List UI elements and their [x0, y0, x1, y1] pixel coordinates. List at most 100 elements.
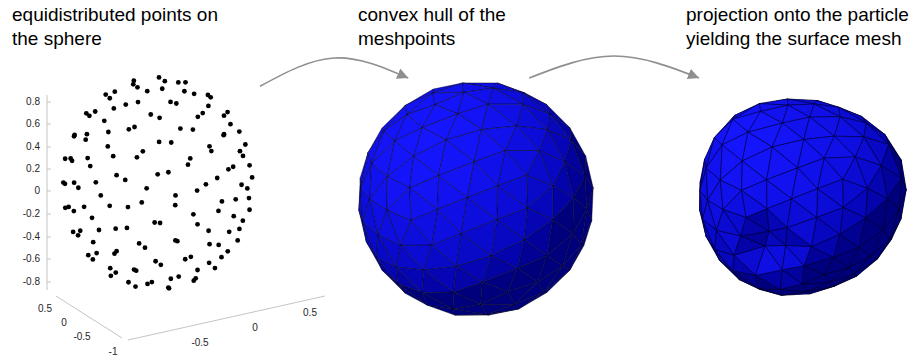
mesh-point — [134, 268, 139, 273]
mesh-point — [247, 163, 252, 168]
mesh-triangle — [817, 189, 843, 218]
mesh-point — [215, 176, 220, 181]
mesh-point — [235, 238, 240, 243]
mesh-point — [90, 215, 95, 220]
shape-figure — [680, 78, 918, 318]
curved-arrow — [260, 58, 408, 86]
mesh-point — [90, 257, 95, 262]
mesh-point — [140, 149, 145, 154]
mesh-point — [222, 132, 227, 137]
mesh-point — [195, 114, 200, 119]
mesh-point — [158, 221, 163, 226]
sphere-hull-mesh: convex hull of the meshpoints — [355, 78, 597, 320]
mesh-triangle — [843, 179, 868, 207]
mesh-point — [238, 149, 243, 154]
mesh-point — [63, 156, 68, 161]
mesh-point — [176, 80, 181, 85]
axis-tick-label: 0 — [49, 317, 79, 329]
mesh-point — [206, 92, 211, 97]
mesh-point — [86, 253, 91, 258]
mesh-point — [173, 203, 178, 208]
mesh-point — [145, 89, 150, 94]
mesh-point — [176, 274, 181, 279]
mesh-triangle — [481, 304, 515, 314]
axis-tick-label: 0.2 — [10, 163, 40, 175]
mesh-point — [245, 186, 250, 191]
mesh-point — [243, 142, 248, 147]
mesh-point — [166, 285, 171, 290]
mesh-point — [102, 118, 107, 123]
mesh-point — [239, 182, 244, 187]
mesh-point — [219, 255, 224, 260]
mesh-triangle — [387, 188, 411, 221]
mesh-point — [183, 80, 188, 85]
mesh-point — [135, 155, 140, 160]
mesh-triangle — [524, 208, 552, 240]
mesh-point — [190, 127, 195, 132]
axis-lines — [47, 95, 325, 340]
mesh-point — [192, 91, 197, 96]
mesh-point — [191, 212, 196, 217]
mesh-point — [137, 241, 142, 246]
mesh-triangle — [810, 104, 840, 117]
panel-heading: projection onto the particle yielding th… — [686, 3, 918, 51]
mesh-triangle — [804, 117, 834, 139]
axis-tick-label: 0.5 — [30, 303, 60, 315]
panel-heading: equidistributed points on the sphere — [12, 3, 237, 51]
mesh-point — [233, 197, 238, 202]
mesh-point — [123, 102, 128, 107]
mesh-triangle — [387, 156, 413, 188]
mesh-triangle — [526, 175, 553, 207]
axis-tick-label: -1 — [98, 346, 128, 358]
mesh-faces — [700, 99, 907, 295]
mesh-point — [87, 113, 92, 118]
mesh-point — [206, 104, 211, 109]
mesh-point — [222, 113, 227, 118]
mesh-point — [174, 101, 179, 106]
mesh-point — [145, 282, 150, 287]
axis-tick-label: -0.6 — [10, 253, 40, 265]
mesh-point — [216, 209, 221, 214]
mesh-point — [155, 172, 160, 177]
mesh-point — [76, 233, 81, 238]
mesh-point — [220, 199, 225, 204]
mesh-point — [106, 130, 111, 135]
axis-tick-label: -0.2 — [10, 208, 40, 220]
mesh-point — [103, 92, 108, 97]
mesh-point — [216, 243, 221, 248]
mesh-point — [207, 260, 212, 265]
mesh-point — [225, 110, 230, 115]
mesh-point — [183, 257, 188, 262]
mesh-point — [112, 89, 117, 94]
curved-arrow — [529, 56, 699, 78]
axis-tick-label: 0 — [10, 185, 40, 197]
mesh-point — [108, 273, 113, 278]
axis-tick-label: -0.4 — [10, 231, 40, 243]
mesh-point — [144, 186, 149, 191]
mesh-point — [157, 75, 162, 80]
mesh-point — [71, 209, 76, 214]
mesh-point — [126, 127, 131, 132]
mesh-point — [148, 112, 153, 117]
mesh-point — [114, 173, 119, 178]
mesh-point — [152, 220, 157, 225]
mesh-point — [203, 182, 208, 187]
mesh-point — [91, 240, 96, 245]
mesh-point — [111, 154, 116, 159]
mesh-point — [125, 225, 130, 230]
mesh-point — [231, 164, 236, 169]
mesh-triangle — [370, 176, 388, 210]
mesh-point — [143, 245, 148, 250]
mesh-point — [149, 280, 154, 285]
mesh-point — [206, 228, 211, 233]
mesh-point — [72, 134, 77, 139]
panel-heading: convex hull of the meshpoints — [358, 3, 548, 51]
mesh-point — [162, 79, 167, 84]
axis-tick-label: 0.4 — [10, 141, 40, 153]
mesh-point — [157, 115, 162, 120]
mesh-point — [221, 133, 226, 138]
mesh-triangle — [422, 292, 454, 309]
connectors — [260, 56, 699, 86]
mesh-point — [240, 218, 245, 223]
